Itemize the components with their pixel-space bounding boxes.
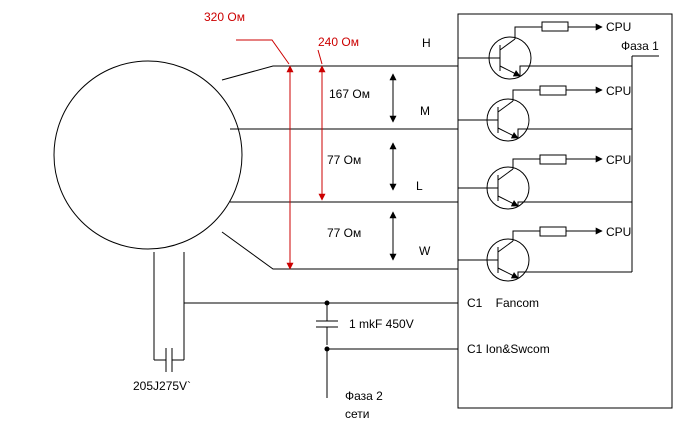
label-run-capacitor: 1 mkF 450V	[349, 317, 414, 331]
label-cpu-3: CPU	[606, 153, 631, 167]
label-cpu-2: CPU	[606, 84, 631, 98]
label-tap-m: M	[420, 104, 430, 118]
total-leader	[236, 39, 290, 65]
label-l-w-resistance: 77 Ом	[327, 226, 361, 240]
label-mains-network: сети	[345, 407, 369, 421]
h-l-leader	[317, 49, 323, 65]
motor-leads	[221, 65, 458, 270]
label-mains-phase: Фаза 2	[345, 389, 383, 403]
transistor-4	[458, 226, 632, 282]
label-c1-ion: C1 Ion&Swcom	[467, 342, 550, 356]
label-c1-fancom: C1 Fancom	[467, 296, 539, 310]
label-motor-capacitor: 205J275V`	[133, 379, 191, 393]
label-tap-h: H	[422, 36, 431, 50]
label-tap-l: L	[416, 179, 423, 193]
label-m-l-resistance: 77 Ом	[327, 153, 361, 167]
resistance-measures	[236, 39, 326, 270]
phase-1-bus	[631, 55, 659, 272]
label-h-m-resistance: 167 Ом	[329, 87, 370, 101]
wire-w	[221, 231, 458, 270]
label-h-l-resistance: 240 Ом	[318, 35, 359, 49]
run-capacitor	[316, 300, 458, 398]
label-phase-1: Фаза 1	[621, 39, 659, 53]
label-total-resistance: 320 Ом	[204, 10, 245, 24]
motor-capacitor	[153, 252, 185, 372]
transistor-3	[458, 154, 632, 210]
motor-circle	[53, 60, 243, 250]
wire-h	[221, 65, 458, 81]
label-cpu-1: CPU	[606, 20, 631, 34]
transistor-2	[458, 85, 632, 142]
label-cpu-4: CPU	[606, 225, 631, 239]
transistor-1	[458, 21, 632, 80]
controller-box	[457, 13, 673, 409]
label-tap-w: W	[419, 244, 431, 258]
